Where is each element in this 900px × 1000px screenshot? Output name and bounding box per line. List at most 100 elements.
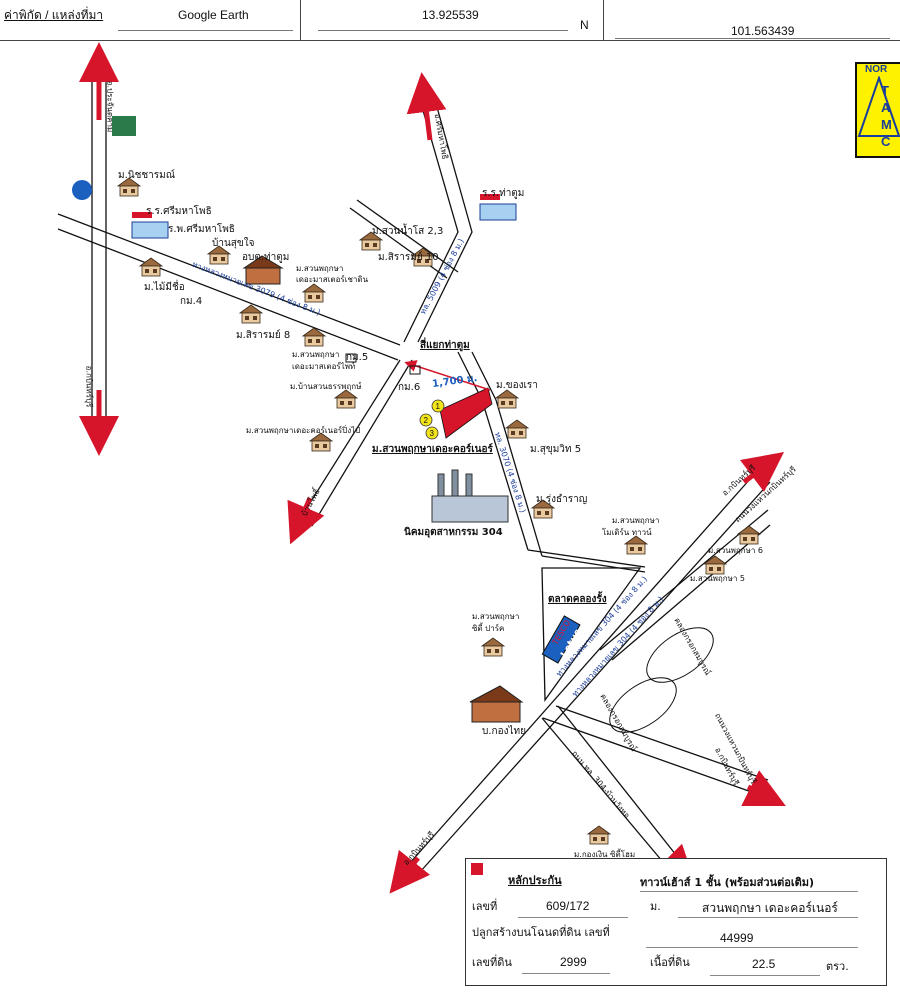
hwy3079-a: [57, 213, 401, 346]
arrow-kabin-ne: [740, 452, 784, 492]
latitude-value: 13.925539: [422, 8, 479, 22]
road-side-a: [356, 199, 459, 273]
label-mai-suea: ม.ไม้มีชื่อ: [144, 282, 185, 293]
road-east-a: [527, 549, 646, 568]
area-value: 22.5: [752, 957, 776, 971]
label-ban-suk: บ้านสุขใจ: [212, 238, 255, 249]
hwy304-b: [419, 481, 771, 873]
road-east-b: [541, 555, 646, 573]
label-kongthai: บ.กองไทย: [482, 726, 526, 737]
latitude-direction: N: [580, 18, 589, 32]
marker-2-label: 2: [424, 416, 429, 425]
label-siram10: ม.สิรารมย์ 10: [378, 252, 439, 263]
latitude-cell: 13.925539 N: [300, 0, 604, 40]
road-se-b: [555, 705, 769, 781]
property-type: ทาวน์เฮ้าส์ 1 ชั้น (พร้อมส่วนต่อเติม): [640, 876, 815, 889]
label-ban-suan: ม.บ้านสวนธรรพฤกษ์: [290, 382, 362, 391]
gas-station-icon: [72, 180, 92, 200]
km5-post: [345, 353, 357, 363]
school-sri-flag: [132, 212, 152, 218]
north-letter-t: T: [881, 83, 889, 98]
industrial-factory: [431, 469, 509, 523]
label-suan-nam: ม.สวนน้ำโส 2,3: [372, 226, 444, 237]
market-block: [541, 567, 642, 702]
land-no-underline: [522, 973, 610, 974]
land-no-value: 2999: [560, 955, 587, 969]
village-label: ม.: [650, 900, 661, 913]
label-suan-modern: ม.สวนพฤกษา: [612, 516, 660, 525]
house-icon-suan-daeng: [302, 283, 326, 303]
road-bypass-a: [541, 717, 669, 869]
marker-3: [425, 426, 439, 440]
marker-1-label: 1: [436, 402, 441, 411]
arrow-kabin-se: [741, 770, 786, 806]
label-km5: กม.5: [346, 352, 369, 363]
coordinate-header: ค่าพิกัด / แหล่งที่มา Google Earth 13.92…: [0, 0, 900, 41]
label-prachinburi: อ.ประจันตคาม: [105, 80, 115, 133]
village-underline: [678, 917, 858, 918]
label-sukhumvit5: ม.สุขุมวิท 5: [530, 444, 582, 455]
house-icon-kongngern: [587, 825, 611, 845]
label-subject: ม.สวนพฤกษาเดอะคอร์เนอร์: [372, 444, 493, 455]
school-ta-flag: [480, 194, 500, 200]
house-icon-maisuea: [139, 257, 163, 277]
house-icon-sukhumvit5: [505, 419, 529, 439]
label-nicharon: ม.นิชชารมณ์: [118, 170, 176, 181]
label-suan-city: ม.สวนพฤกษา: [472, 612, 520, 621]
label-siram8: ม.สิรารมย์ 8: [236, 330, 291, 341]
marker-1: [431, 399, 445, 413]
label-suanpruk-a: ม.สวนพฤกษา: [292, 350, 340, 359]
source-underline: [118, 30, 293, 31]
label-school-ta: ร.ร.ท่าตูม: [482, 188, 525, 199]
collateral-label: หลักประกัน: [508, 874, 562, 887]
label-market: ตลาดคลองรั้ง: [548, 594, 607, 605]
road-banbo-b: [311, 359, 413, 527]
canal-oval-left: [609, 677, 677, 733]
kongthai-building: [469, 685, 524, 723]
label-suan5: ม.สวนพฤกษา 5: [690, 574, 746, 583]
school-buildings: [131, 194, 517, 239]
collateral-infobox: หลักประกัน ทาวน์เฮ้าส์ 1 ชั้น (พร้อมส่วน…: [465, 858, 887, 986]
source-value: Google Earth: [178, 8, 249, 22]
arrow-kabin-sw: [389, 849, 431, 894]
deed-underline: [646, 947, 858, 948]
house-icon-suan-city: [481, 637, 505, 657]
label-kabin-west: อ.กบินทร์บุรี: [84, 365, 94, 408]
road-bypass-b: [557, 705, 681, 861]
north-letter-c: C: [881, 134, 891, 149]
longitude-value: 101.563439: [731, 24, 795, 38]
road-network: [57, 72, 771, 873]
longitude-underline: [615, 38, 890, 39]
label-suanpruk-a-sub: เดอะมาสเตอร์ไพท์: [292, 362, 356, 371]
label-suan-city-sub: ซิตี้ ปาร์ค: [472, 624, 505, 633]
house-no-underline: [518, 917, 628, 918]
school-sri-building: [131, 221, 169, 239]
road5009-a: [403, 99, 459, 343]
north-letter-m: M: [881, 117, 892, 132]
label-suan-daeng-sub: เดอะมาสเตอร์เชาดิน: [296, 275, 369, 284]
km6-post: [409, 365, 421, 375]
area-label: เนื้อที่ดิน: [650, 956, 690, 969]
arrow-sri-mahosot: [406, 72, 447, 141]
type-underline: [640, 891, 858, 892]
obt-building: [242, 255, 284, 285]
label-school-sri: ร.ร.ศรีมหาโพธิ: [146, 206, 212, 217]
area-underline: [710, 975, 820, 976]
deed-value: 44999: [720, 931, 754, 945]
label-industrial: นิคมอุตสาหกรรม 304: [404, 527, 503, 538]
area-unit: ตรว.: [826, 960, 849, 973]
label-hosp-sri: ร.พ.ศรีมหาโพธิ: [168, 224, 235, 235]
collateral-marker-icon: [471, 863, 483, 875]
marker-3-label: 3: [430, 429, 435, 438]
north-letter-a: A: [881, 100, 891, 115]
road-banbo-a: [297, 359, 401, 523]
north-logo: NOR T A M C: [855, 62, 900, 158]
village-value: สวนพฤกษา เดอะคอร์เนอร์: [702, 901, 838, 915]
road-se-a: [542, 717, 761, 796]
label-kongngern: ม.กองเงิน ซิตี้โฮม: [574, 850, 636, 859]
location-markers: 1 2 3: [419, 399, 445, 440]
bank-icon: [112, 116, 136, 136]
label-suan-bp: ม.สวนพฤกษาเดอะคอร์เนอร์ปิ่งไป่: [246, 426, 361, 435]
land-no-label: เลขที่ดิน: [472, 956, 512, 969]
house-no-value: 609/172: [546, 899, 590, 913]
